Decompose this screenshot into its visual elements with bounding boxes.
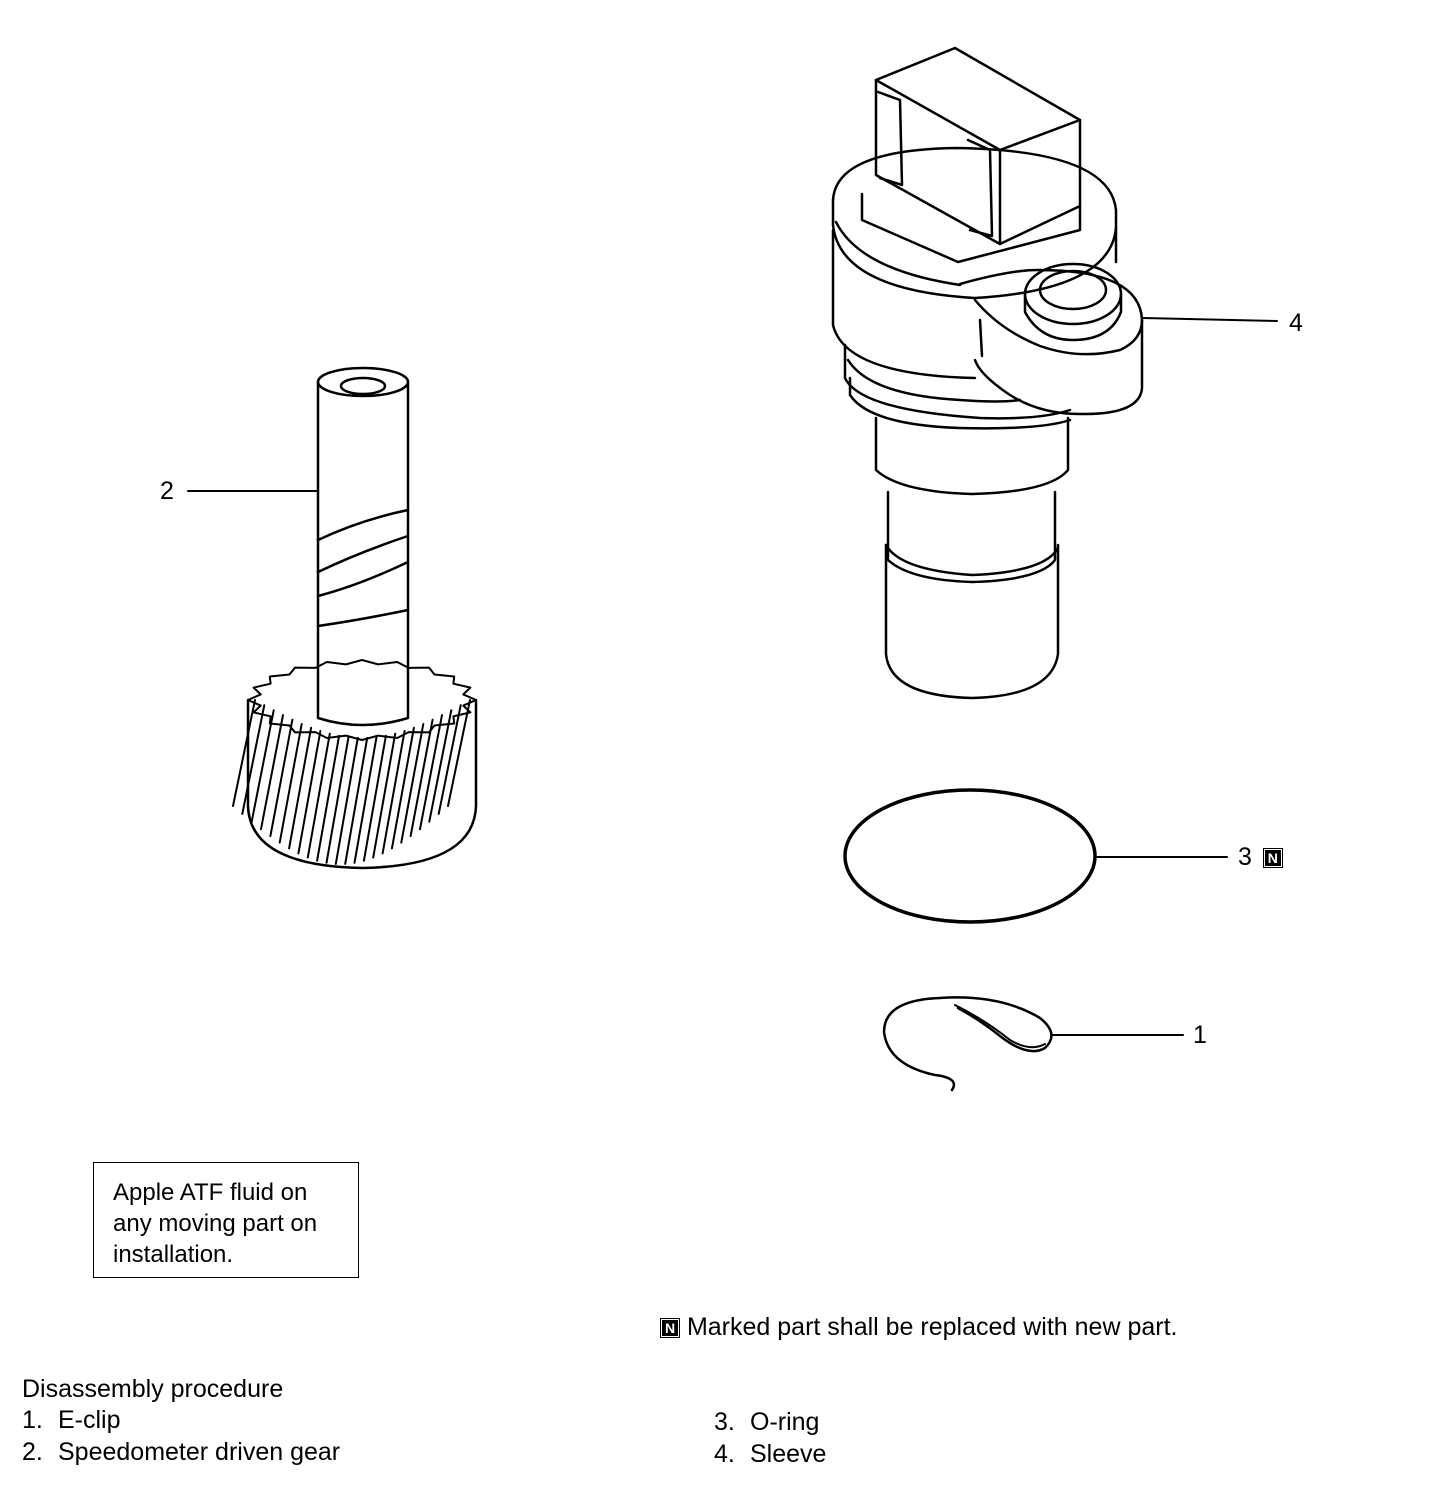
note-line-3: installation.: [113, 1241, 234, 1268]
gear-helical-tooth: [306, 732, 331, 859]
callout-3-number: 3: [1238, 843, 1252, 871]
procedure-item: 3. O-ring: [714, 1406, 826, 1438]
callout-2: 2: [160, 477, 174, 505]
gear-helical-tooth: [334, 736, 359, 865]
gear-helical-tooth: [269, 718, 294, 838]
new-part-badge-letter: N: [1263, 849, 1282, 868]
procedure-item: 2. Speedometer driven gear: [22, 1436, 340, 1468]
gear-helical-tooth: [372, 732, 397, 859]
gear-helical-tooth: [409, 718, 434, 838]
e-clip-part: [882, 996, 1053, 1092]
item-number: 1.: [22, 1406, 43, 1434]
procedure-item: 4. Sleeve: [714, 1438, 826, 1470]
gear-helical-tooth: [400, 723, 425, 844]
callout-4: 4: [1289, 309, 1303, 337]
gear-helical-tooth: [297, 730, 322, 855]
item-label: Speedometer driven gear: [58, 1438, 341, 1466]
gear-helical-tooth: [362, 734, 387, 862]
note-line-2: any moving part on: [113, 1210, 318, 1237]
gear-helical-tooth: [447, 699, 471, 807]
gear-helical-tooth: [278, 723, 303, 844]
item-label: Sleeve: [750, 1440, 827, 1468]
new-part-badge: N: [1262, 848, 1283, 869]
gear-helical-tooth: [428, 709, 453, 823]
gear-helical-tooth: [390, 726, 415, 850]
gear-helical-tooth: [344, 736, 369, 865]
item-number: 2.: [22, 1438, 43, 1466]
gear-helical-tooth: [260, 714, 284, 831]
procedure-list-left: 1. E-clip 2. Speedometer driven gear: [22, 1404, 340, 1468]
speedometer-driven-gear-part: [232, 366, 478, 870]
gear-helical-tooth: [241, 704, 266, 815]
gear-helical-tooth: [381, 730, 406, 855]
sleeve-part: [831, 46, 1144, 700]
o-ring-part: [843, 788, 1097, 924]
item-number: 3.: [714, 1408, 735, 1436]
callout-3: 3 N: [1238, 845, 1283, 870]
legend-new-part-badge: N: [660, 1318, 680, 1339]
gear-helical-tooth: [325, 736, 350, 864]
gear-helical-tooth: [288, 726, 313, 850]
gear-helical-tooth: [232, 699, 256, 807]
gear-helical-tooth: [437, 704, 462, 815]
item-number: 4.: [714, 1440, 735, 1468]
legend-badge-letter: N: [661, 1319, 679, 1338]
leader-line-4: [1141, 317, 1278, 322]
gear-helical-tooth: [419, 714, 443, 831]
gear-helical-tooth: [316, 734, 341, 862]
procedure-title: Disassembly procedure: [22, 1375, 284, 1403]
note-box: Apple ATF fluid on any moving part on in…: [93, 1162, 359, 1278]
callout-1: 1: [1193, 1021, 1207, 1049]
note-line-1: Apple ATF fluid on: [113, 1179, 308, 1206]
legend-text: Marked part shall be replaced with new p…: [686, 1313, 1178, 1341]
new-part-legend: N Marked part shall be replaced with new…: [660, 1313, 1177, 1341]
item-label: E-clip: [58, 1406, 121, 1434]
item-label: O-ring: [750, 1408, 820, 1436]
gear-helical-tooth: [250, 709, 275, 823]
procedure-item: 1. E-clip: [22, 1404, 340, 1436]
gear-helical-tooth: [353, 736, 378, 864]
procedure-list-right: 3. O-ring 4. Sleeve: [714, 1406, 826, 1470]
